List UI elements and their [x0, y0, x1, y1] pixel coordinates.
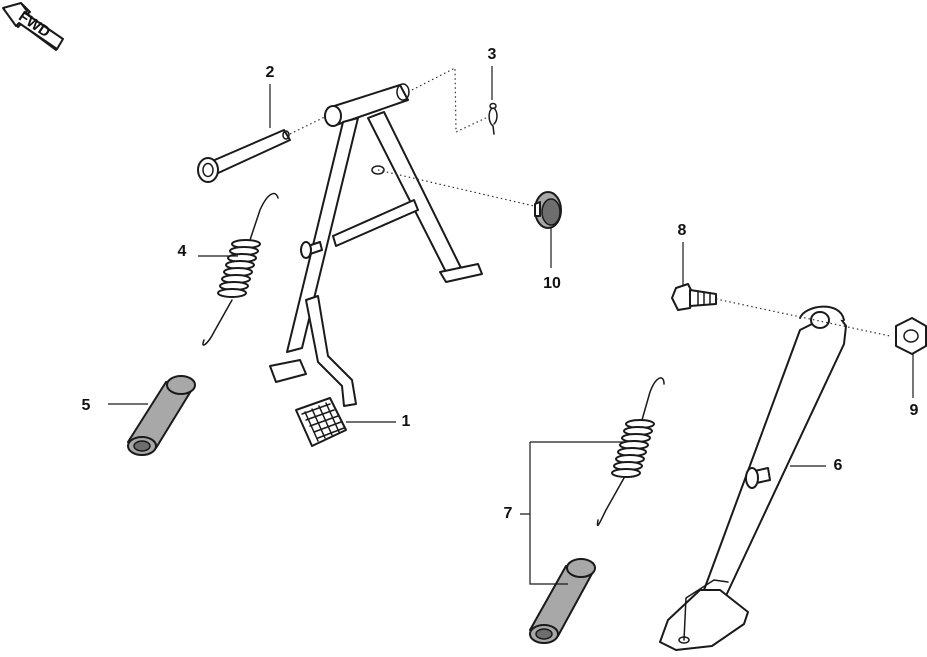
callout-3: 3 — [488, 46, 497, 63]
callout-8: 8 — [678, 222, 687, 239]
callout-4: 4 — [178, 243, 187, 260]
side-stand-part — [659, 305, 847, 651]
rubber-stopper-part — [534, 191, 562, 229]
callout-9: 9 — [910, 402, 919, 419]
callout-5: 5 — [82, 397, 91, 414]
return-spring-part — [202, 192, 279, 346]
pivot-pin-part — [197, 129, 291, 183]
callout-10: 10 — [543, 275, 561, 292]
callout-1: 1 — [402, 413, 411, 430]
callout-6: 6 — [834, 457, 843, 474]
callout-2: 2 — [266, 64, 275, 81]
pedal-step-part — [295, 397, 347, 447]
split-pin-part — [488, 102, 498, 135]
callout-7: 7 — [504, 505, 513, 522]
main-stand-part — [269, 83, 483, 407]
bolt-part — [671, 283, 717, 311]
rubber-sleeve-part — [127, 375, 196, 456]
nut-part — [895, 317, 927, 355]
side-stand-spring-part — [596, 377, 665, 527]
side-stand-sleeve-part — [529, 558, 596, 644]
fwd-arrow-icon: FWD — [2, 2, 64, 51]
